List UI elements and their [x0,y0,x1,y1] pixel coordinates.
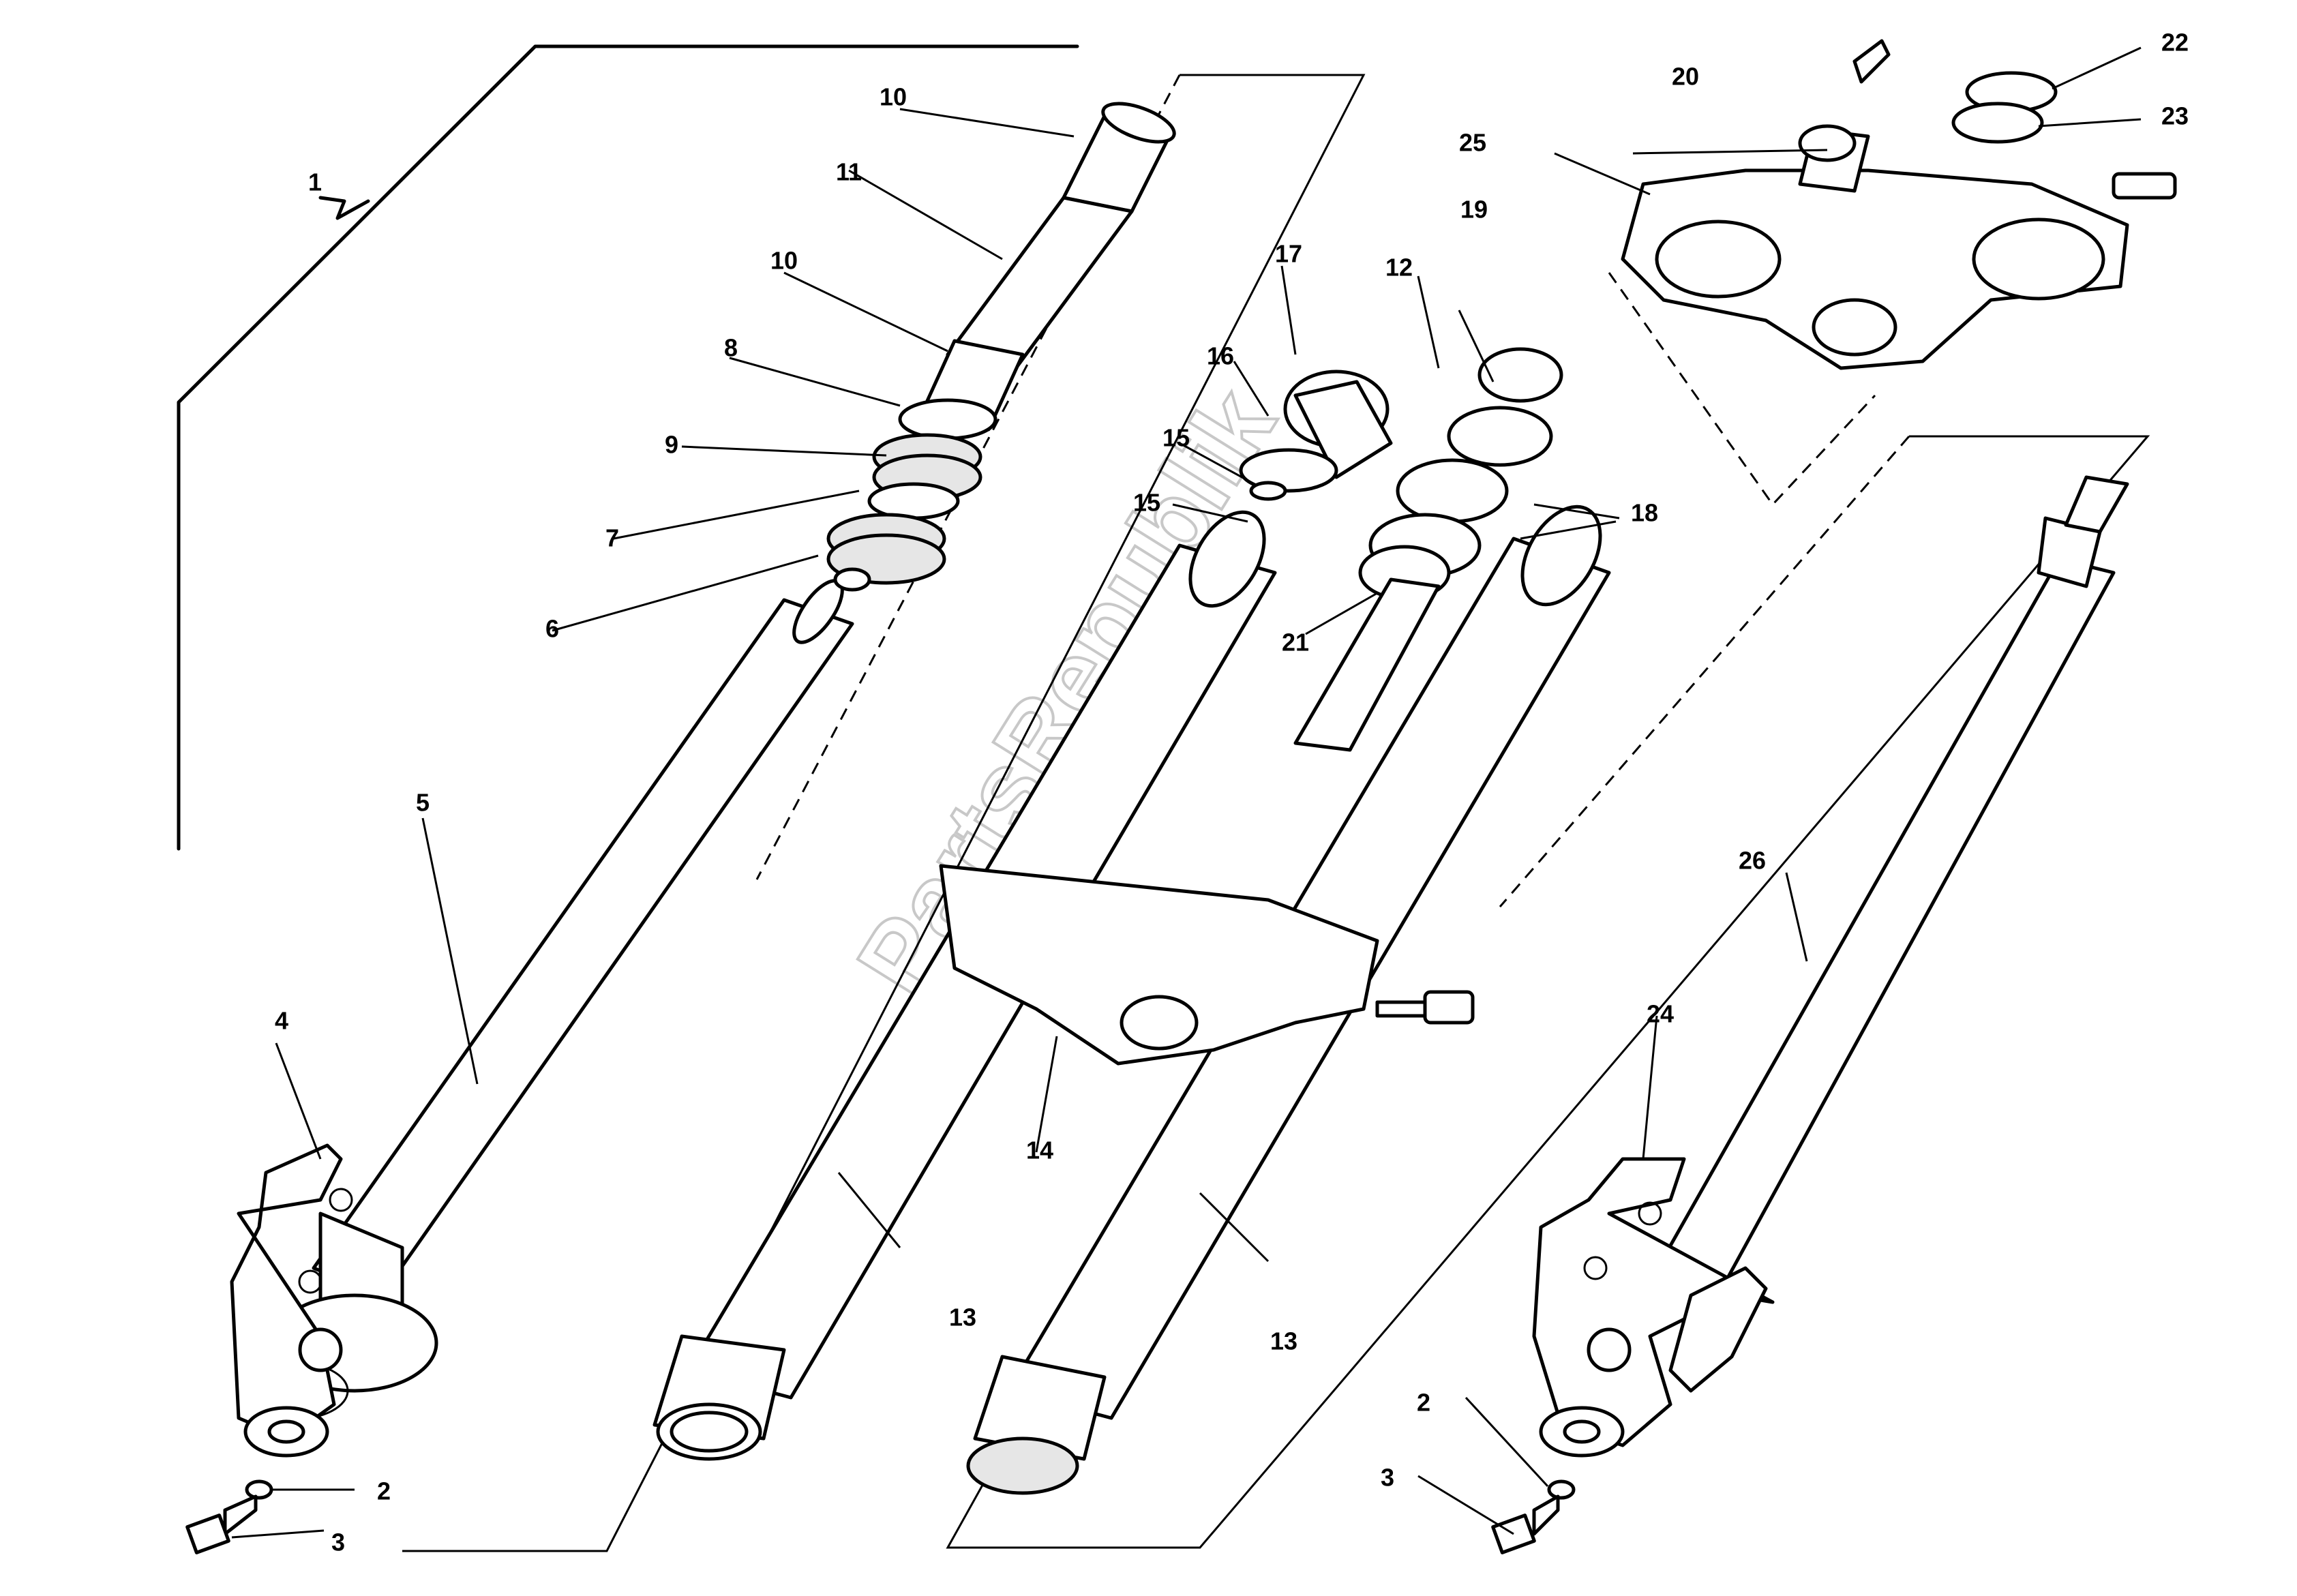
callout-7: 7 [605,524,619,552]
callout-10-upper: 10 [880,83,907,111]
callout-4: 4 [275,1007,288,1035]
callout-18: 18 [1631,499,1658,527]
callout-2-right: 2 [1417,1389,1430,1417]
callout-19: 19 [1460,196,1488,224]
callout-3-right: 3 [1381,1464,1394,1492]
callout-20: 20 [1672,63,1699,91]
callout-17: 17 [1275,240,1302,268]
callout-5: 5 [416,789,430,817]
callout-15-upper: 15 [1162,424,1190,452]
callout-6: 6 [545,615,559,643]
callout-24: 24 [1647,1000,1674,1028]
spring-stack [826,102,1176,592]
callout-14: 14 [1026,1136,1053,1164]
right-fork-leg [1491,475,2129,1554]
callout-1: 1 [308,168,322,196]
assembly-bracket [177,44,1079,851]
callout-25: 25 [1459,129,1486,157]
callout-2: 2 [377,1477,391,1505]
callout-8: 8 [724,334,738,362]
callout-15-lower: 15 [1133,489,1160,517]
callout-22: 22 [2161,29,2189,57]
callouts: 1 2 3 4 5 6 7 8 9 10 10 11 12 13 13 14 1… [275,29,2189,1556]
callout-23: 23 [2161,102,2189,130]
callout-3: 3 [331,1529,345,1556]
callout-12: 12 [1385,254,1413,282]
center-fork-tubes [652,347,1611,1495]
leader-lines [231,46,2142,1539]
callout-26: 26 [1739,847,1766,875]
top-triple-clamp [1621,39,2177,370]
callout-13-left: 13 [949,1304,976,1331]
callout-11: 11 [836,158,862,186]
left-fork-leg [185,579,854,1554]
callout-16: 16 [1207,342,1234,370]
callout-10-lower: 10 [770,247,798,275]
callout-21: 21 [1282,629,1309,657]
callout-9: 9 [665,431,678,459]
callout-13-right: 13 [1270,1327,1297,1355]
